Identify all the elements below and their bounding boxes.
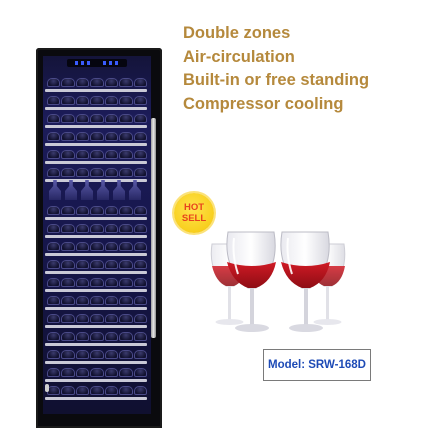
bottle-row (47, 296, 147, 305)
standing-bottles (47, 180, 149, 204)
shelf (45, 361, 147, 364)
cooler-glass-door (43, 56, 151, 414)
shelf (45, 271, 147, 274)
door-handle (151, 118, 156, 338)
shelf (45, 379, 147, 382)
feature-item: Air-circulation (183, 47, 295, 66)
bottle-row (47, 314, 147, 323)
hot-sell-badge: HOT SELL (174, 193, 214, 233)
bottle-row (47, 386, 147, 395)
wine-cooler-image (36, 48, 162, 428)
wine-glasses-icon (210, 231, 346, 332)
shelf (45, 307, 147, 310)
shelf (45, 161, 147, 164)
shelf (45, 89, 147, 92)
shelf (45, 217, 147, 220)
bottle-row (47, 132, 147, 141)
shelf (45, 325, 147, 328)
bottle-row (47, 260, 147, 269)
shelf (45, 235, 147, 238)
bottle-row (47, 350, 147, 359)
bottle-row (47, 368, 147, 377)
feature-item: Built-in or free standing (183, 71, 370, 89)
feature-item: Double zones (183, 24, 291, 42)
feature-list: Double zones Air-circulation Built-in or… (183, 22, 369, 116)
bottle-row (47, 96, 147, 105)
shelf (45, 125, 147, 128)
shelf (45, 289, 147, 292)
bottle-row (47, 150, 147, 159)
shelf (45, 343, 147, 346)
badge-line-sell: SELL (181, 213, 207, 224)
bottle-row (47, 168, 147, 177)
badge-line-hot: HOT (183, 202, 205, 213)
shelf (45, 397, 147, 400)
feature-item: Compressor cooling (183, 94, 344, 113)
bottle-row (47, 224, 147, 233)
model-label: Model: SRW-168D (263, 349, 371, 381)
door-lock-icon (45, 384, 49, 392)
shelf (45, 253, 147, 256)
bottle-row (47, 78, 147, 87)
temperature-display (67, 59, 127, 67)
bottle-row (47, 332, 147, 341)
shelf (45, 179, 147, 182)
shelf (45, 143, 147, 146)
bottle-row (47, 278, 147, 287)
bottle-row (47, 206, 147, 215)
shelf (45, 107, 147, 110)
bottle-row (47, 114, 147, 123)
bottle-row (47, 242, 147, 251)
